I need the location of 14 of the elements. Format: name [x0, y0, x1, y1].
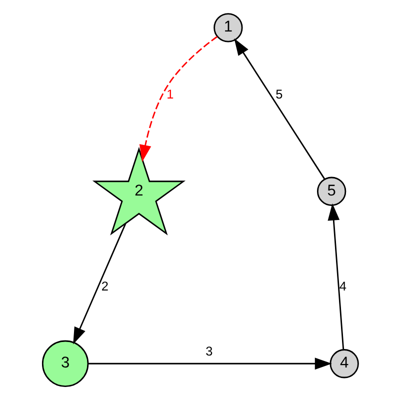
- node-circle: 5: [316, 176, 346, 206]
- edge-label: 3: [205, 343, 212, 358]
- edge-label: 2: [100, 278, 108, 294]
- edge-label: 4: [338, 278, 346, 294]
- node-circle: 4: [329, 349, 358, 378]
- arrow: [138, 36, 218, 162]
- node-circle: 1: [213, 13, 242, 42]
- edge-label: 5: [275, 86, 282, 102]
- arrow: [72, 223, 126, 344]
- arrow: [327, 203, 344, 350]
- arrow: [88, 358, 332, 370]
- arrow: [234, 38, 325, 180]
- edge-label: 1: [166, 86, 174, 102]
- node-circle: 3: [41, 340, 88, 387]
